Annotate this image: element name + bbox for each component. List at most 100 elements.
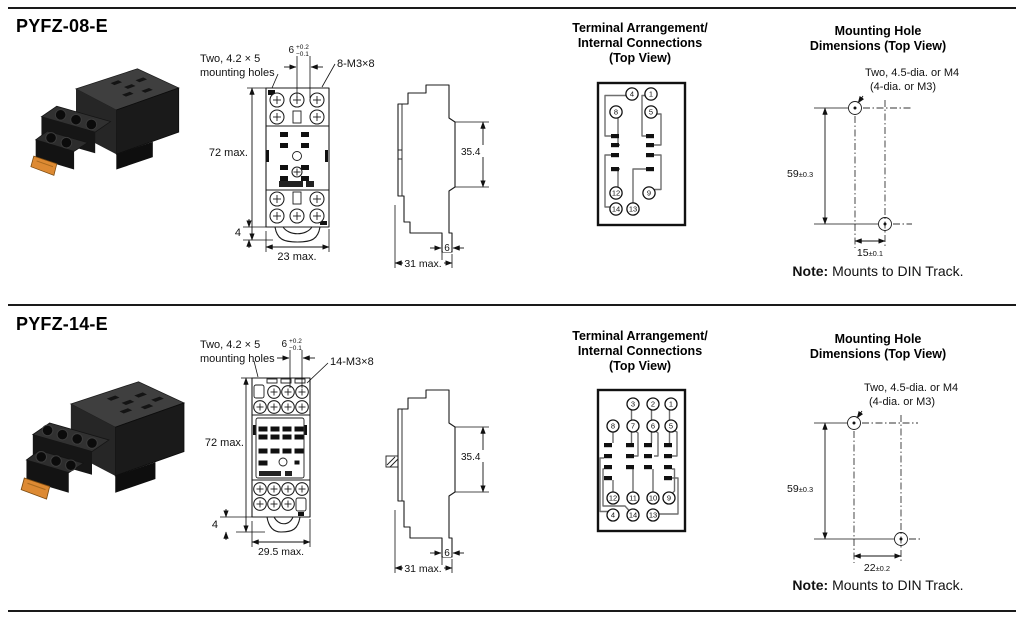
- width-dim-label: 29.5 max.: [258, 546, 304, 558]
- panel-tab: [385, 455, 399, 468]
- internal-connections: [604, 94, 662, 208]
- pin-label: 7: [631, 422, 635, 431]
- mounting-holes-note: Two, 4.5-dia. or M4 (4-dia. or M3): [864, 381, 958, 409]
- product-title: PYFZ-14-E: [16, 314, 108, 334]
- width-dim-label: 23 max.: [277, 251, 316, 263]
- terminal-pins: 3 2 1 8 7 6 5 12 11 10 9 4 14 13: [606, 397, 678, 522]
- mounting-header: Mounting Hole Dimensions (Top View): [786, 24, 970, 54]
- pin-label: 9: [647, 189, 651, 198]
- divider-middle: [8, 304, 1016, 306]
- divider-bottom: [8, 610, 1016, 612]
- foot-dim-label: 6: [444, 548, 450, 559]
- product-photo: [20, 381, 186, 500]
- contacts: [611, 134, 654, 172]
- note-label: Note:: [792, 577, 829, 593]
- pin-label: 5: [669, 422, 673, 431]
- pin-label: 6: [651, 422, 655, 431]
- din-track-note: Note: Mounts to DIN Track.: [763, 577, 993, 593]
- divider-top: [8, 7, 1016, 9]
- side-view-drawing: 35.4 6 31 max.: [385, 389, 489, 575]
- pin-label: 4: [630, 90, 634, 99]
- pin-label: 5: [649, 108, 653, 117]
- note-text: Mounts to DIN Track.: [832, 577, 964, 593]
- socket-front-outline: [265, 87, 330, 243]
- pin-label: 13: [649, 511, 657, 520]
- terminal-title-3: (Top View): [608, 359, 672, 373]
- mounting-title-1: Mounting Hole: [834, 332, 922, 346]
- relay-socket-photo: [30, 68, 180, 176]
- screws-label: 14-M3×8: [330, 356, 374, 368]
- hook-dim-label: 4: [212, 519, 218, 531]
- mounting-hole-drawing: 59±0.3 15±0.1: [787, 95, 912, 259]
- pitch-dim-label: 6: [288, 45, 294, 56]
- socket-side-outline: [397, 84, 456, 253]
- terminal-header: Terminal Arrangement/ Internal Connectio…: [556, 329, 724, 374]
- product-title: PYFZ-08-E: [16, 16, 108, 36]
- side-dimensions: 35.4 6 31 max.: [394, 426, 489, 575]
- pin-label: 14: [629, 511, 637, 520]
- product-photo: [30, 68, 180, 176]
- vertical-dim-label: 59±0.3: [787, 168, 813, 180]
- note-label: Note:: [792, 263, 829, 279]
- horizontal-dim-label: 22±0.2: [864, 562, 890, 574]
- foot-dim-label: 6: [444, 243, 450, 254]
- mounting-holes-note-1: Two, 4.5-dia. or M4: [864, 382, 959, 394]
- depth-dim-label: 31 max.: [404, 258, 441, 270]
- relay-socket-photo: [20, 381, 186, 500]
- pin-label: 13: [629, 205, 637, 214]
- pitch-tol-minus: −0.1: [296, 51, 309, 58]
- mounting-holes-note-2: (4-dia. or M3): [869, 396, 936, 408]
- mounting-holes-label-2: mounting holes: [200, 67, 275, 79]
- pin-label: 3: [631, 400, 635, 409]
- pin-label: 11: [629, 494, 637, 503]
- terminal-title-1: Terminal Arrangement/: [572, 329, 708, 343]
- mounting-holes-note-1: Two, 4.5-dia. or M4: [865, 67, 960, 79]
- din-dim-label: 35.4: [461, 147, 481, 158]
- socket-side-outline: [385, 389, 456, 558]
- terminal-diagram: 4 1 8 5 12 9 14 13: [596, 81, 687, 227]
- front-dimensions: 72 max. 4 29.5 max. 6 +0.2 −0.1 14-M3×8 …: [200, 338, 374, 558]
- hook-dim-label: 4: [235, 227, 241, 239]
- socket-front-outline: [251, 377, 311, 533]
- pin-label: 1: [649, 90, 653, 99]
- din-track-note: Note: Mounts to DIN Track.: [763, 263, 993, 279]
- pin-label: 12: [612, 189, 620, 198]
- pin-label: 1: [669, 400, 673, 409]
- contacts: [604, 443, 672, 481]
- mounting-title-2: Dimensions (Top View): [809, 39, 947, 53]
- terminal-header: Terminal Arrangement/ Internal Connectio…: [556, 21, 724, 66]
- mounting-title-1: Mounting Hole: [834, 24, 922, 38]
- pitch-tol-plus: +0.2: [296, 44, 309, 51]
- height-dim-label: 72 max.: [209, 147, 248, 159]
- mounting-header: Mounting Hole Dimensions (Top View): [786, 332, 970, 362]
- front-dimensions: 72 max. 4 23 max. 6 +0.2 −0.1 8-M3×8 Two…: [200, 44, 375, 263]
- terminal-title-2: Internal Connections: [577, 36, 703, 50]
- pin-label: 14: [612, 205, 620, 214]
- pitch-tol-minus: −0.1: [289, 345, 302, 352]
- front-view-drawing: 72 max. 4 29.5 max. 6 +0.2 −0.1 14-M3×8 …: [200, 338, 374, 558]
- mounting-holes-note-2: (4-dia. or M3): [870, 81, 937, 93]
- pitch-dim-label: 6: [281, 339, 287, 350]
- side-view-drawing: 35.4 6 31 max.: [394, 84, 489, 270]
- mounting-holes-note: Two, 4.5-dia. or M4 (4-dia. or M3): [865, 66, 959, 94]
- screws-label: 8-M3×8: [337, 58, 375, 70]
- terminal-diagram: 3 2 1 8 7 6 5 12 11 10 9 4 14 13: [596, 388, 687, 533]
- mounting-holes-label-2: mounting holes: [200, 353, 275, 365]
- pin-label: 10: [649, 494, 657, 503]
- terminal-title-1: Terminal Arrangement/: [572, 21, 708, 35]
- pin-label: 9: [667, 494, 671, 503]
- terminal-pins: 4 1 8 5 12 9 14 13: [609, 87, 658, 216]
- mounting-hole-drawing: 59±0.3 22±0.2: [787, 410, 922, 574]
- pitch-tol-plus: +0.2: [289, 338, 302, 345]
- din-dim-label: 35.4: [461, 452, 481, 463]
- side-dimensions: 35.4 6 31 max.: [394, 121, 489, 270]
- pin-label: 2: [651, 400, 655, 409]
- front-view-drawing: 72 max. 4 23 max. 6 +0.2 −0.1 8-M3×8 Two…: [200, 44, 375, 263]
- pin-label: 8: [611, 422, 615, 431]
- terminal-title-2: Internal Connections: [577, 344, 703, 358]
- mounting-title-2: Dimensions (Top View): [809, 347, 947, 361]
- pin-label: 8: [614, 108, 618, 117]
- mounting-holes-label-1: Two, 4.2 × 5: [200, 339, 260, 351]
- pin-label: 12: [609, 494, 617, 503]
- depth-dim-label: 31 max.: [404, 563, 441, 575]
